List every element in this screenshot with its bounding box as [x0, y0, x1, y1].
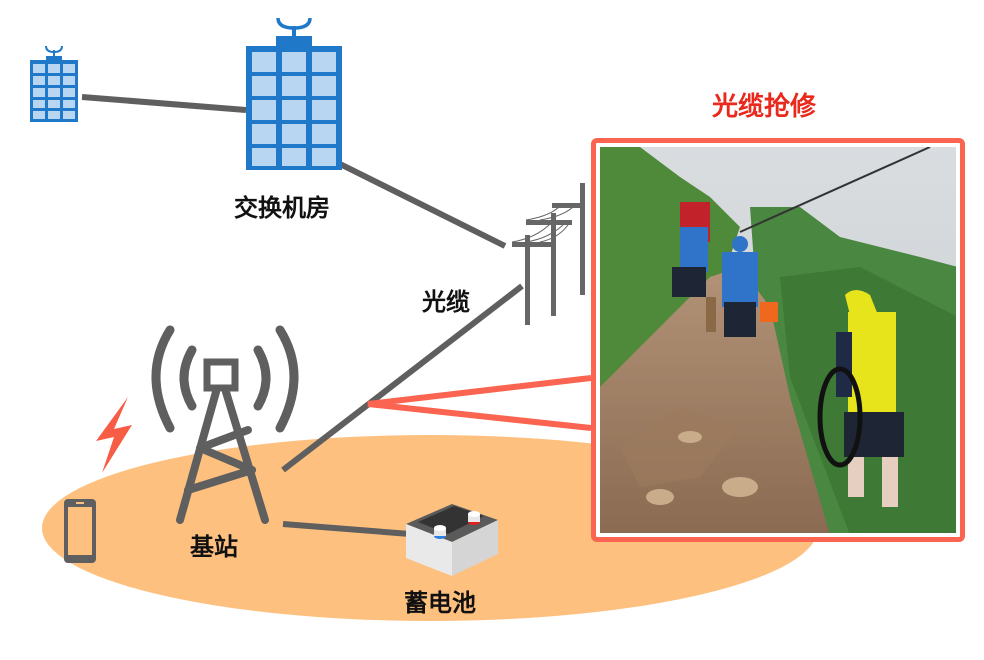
worker-3	[817, 290, 904, 507]
worker-2	[706, 236, 778, 337]
repair-scene-image	[600, 147, 956, 533]
utility-pole-icon	[511, 183, 585, 325]
repair-title: 光缆抢修	[712, 92, 817, 122]
base-station-label: 基站	[190, 533, 238, 561]
fiber-cable-label: 光缆	[422, 288, 470, 316]
cell-tower-icon	[151, 325, 299, 524]
remote-building-icon	[30, 45, 78, 122]
repair-photo-frame	[591, 138, 965, 542]
lightning-icon	[96, 397, 132, 473]
battery-icon	[406, 504, 498, 576]
battery-label: 蓄电池	[404, 589, 476, 617]
worker-1	[672, 202, 710, 297]
mobile-phone-icon	[64, 499, 96, 563]
switch-room-label: 交换机房	[234, 194, 330, 222]
switch-room-building-icon	[246, 17, 342, 170]
repair-photo	[600, 147, 956, 533]
